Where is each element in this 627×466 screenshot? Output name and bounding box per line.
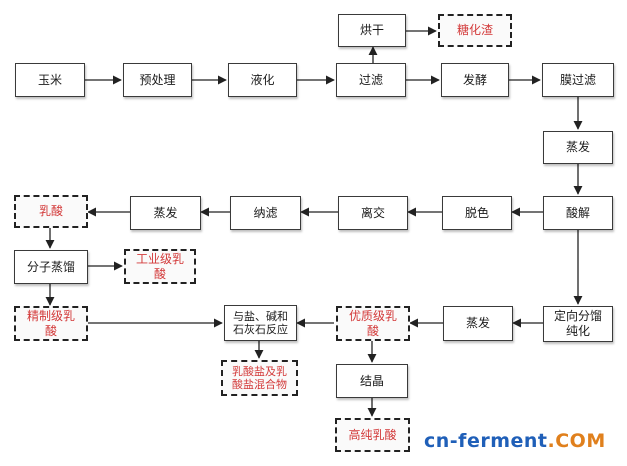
node-evap1: 蒸发 — [543, 131, 613, 164]
node-nanofilt: 纳滤 — [230, 196, 301, 230]
node-evap2: 蒸发 — [130, 196, 201, 230]
node-acidolysis: 酸解 — [543, 196, 613, 230]
node-decolor: 脱色 — [442, 196, 512, 230]
node-react: 与盐、碱和 石灰石反应 — [224, 305, 297, 341]
node-corn: 玉米 — [15, 63, 85, 97]
node-liquefy: 液化 — [228, 63, 297, 97]
node-premium-grade: 优质级乳 酸 — [336, 306, 410, 341]
node-industrial-grade: 工业级乳 酸 — [124, 249, 196, 284]
node-refined-grade: 精制级乳 酸 — [14, 306, 88, 341]
watermark-logo: cn-ferment.COM — [424, 430, 606, 452]
node-filter: 过滤 — [336, 63, 406, 97]
node-high-purity: 高纯乳酸 — [335, 418, 410, 452]
node-lactic-acid: 乳酸 — [14, 195, 88, 228]
node-ferment: 发酵 — [441, 63, 509, 97]
node-dry: 烘干 — [338, 14, 406, 47]
node-membrane: 膜过滤 — [542, 63, 614, 97]
node-lactate-mix: 乳酸盐及乳 酸盐混合物 — [221, 360, 298, 396]
node-crystal: 结晶 — [336, 364, 408, 398]
node-ion-exchange: 离交 — [338, 196, 408, 230]
node-pretreat: 预处理 — [123, 63, 192, 97]
node-directional: 定向分馏 纯化 — [543, 306, 613, 342]
node-sugar-residue: 糖化渣 — [438, 14, 512, 47]
node-molecular-distill: 分子蒸馏 — [14, 250, 88, 284]
node-evap3: 蒸发 — [443, 306, 513, 341]
